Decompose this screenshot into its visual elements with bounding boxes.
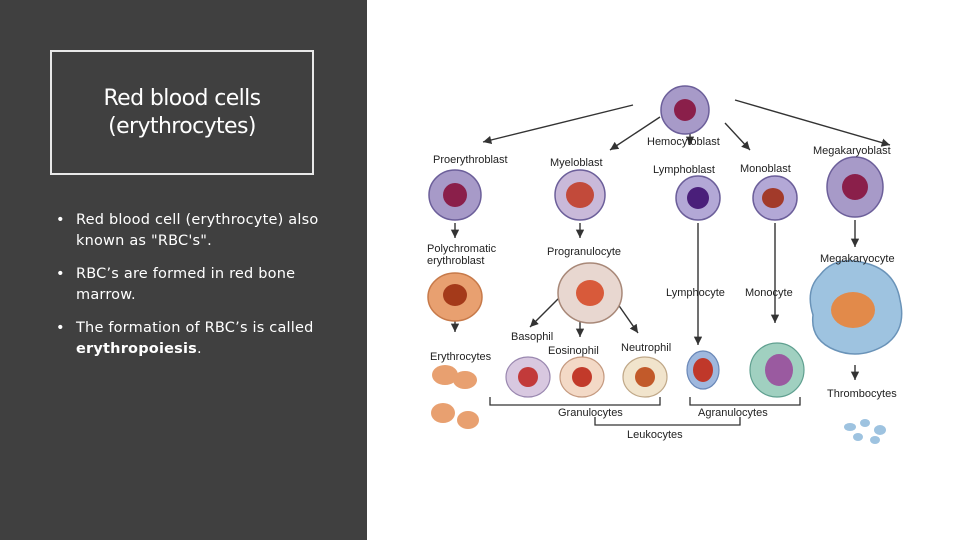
cell-megakaryocyte	[809, 260, 903, 355]
label-granulocytes: Granulocytes	[558, 407, 623, 419]
label-erythroblast: erythroblast	[427, 255, 484, 267]
bullet-text: RBC’s are formed in red bone marrow.	[76, 266, 296, 303]
bullet-item: • The formation of RBC’s is called erythr…	[56, 318, 356, 360]
cell-basophil	[505, 356, 551, 398]
label-neutrophil: Neutrophil	[621, 342, 671, 354]
bracket-leukocytes	[594, 417, 741, 426]
label-megakaryoblast: Megakaryoblast	[813, 145, 891, 157]
cell-eosinophil	[559, 356, 605, 398]
label-megakaryocyte: Megakaryocyte	[820, 253, 895, 265]
hematopoiesis-diagram: Hemocytoblast Proerythroblast Myeloblast…	[427, 85, 903, 444]
title-box: Red blood cells (erythrocytes)	[50, 50, 314, 175]
cell-erythrocytes	[431, 365, 479, 429]
cell-myeloblast	[554, 169, 606, 221]
cell-monoblast	[752, 175, 798, 221]
bullet-dot-icon: •	[56, 320, 65, 336]
arrow	[529, 296, 561, 328]
label-monocyte: Monocyte	[745, 287, 793, 299]
cell-progranulocyte	[557, 262, 623, 324]
bullet-item: • Red blood cell (erythrocyte) also known…	[56, 210, 356, 252]
label-basophil: Basophil	[511, 331, 553, 343]
label-polychromatic: Polychromatic	[427, 243, 497, 255]
label-agranulocytes: Agranulocytes	[698, 407, 768, 419]
label-monoblast: Monoblast	[740, 163, 791, 175]
label-lymphoblast: Lymphoblast	[653, 164, 715, 176]
label-proerythroblast: Proerythroblast	[433, 154, 508, 166]
slide-title: Red blood cells (erythrocytes)	[103, 85, 261, 139]
label-eosinophil: Eosinophil	[548, 345, 599, 357]
label-hemocytoblast: Hemocytoblast	[647, 136, 720, 148]
arrow	[724, 122, 751, 151]
bullet-end: .	[196, 341, 202, 357]
label-myeloblast: Myeloblast	[550, 157, 603, 169]
bullet-text: The formation of RBC’s is called	[76, 320, 314, 336]
grouping-brackets	[489, 397, 801, 426]
left-panel: Red blood cells (erythrocytes) • Red bloo…	[0, 0, 367, 540]
bullet-bold-term: erythropoiesis	[76, 341, 197, 357]
cell-thrombocytes	[844, 419, 886, 444]
bullet-item: • RBC’s are formed in red bone marrow.	[56, 264, 356, 306]
cell-polychromatic-erythroblast	[427, 272, 483, 322]
arrow	[734, 99, 891, 147]
label-erythrocytes: Erythrocytes	[430, 351, 492, 363]
bullet-dot-icon: •	[56, 266, 65, 282]
bracket-granulocytes	[489, 397, 661, 406]
bullet-list: • Red blood cell (erythrocyte) also known…	[56, 210, 356, 372]
cell-megakaryoblast	[826, 156, 884, 218]
cell-monocyte	[749, 342, 805, 398]
bracket-agranulocytes	[689, 397, 801, 406]
label-thrombocytes: Thrombocytes	[827, 388, 897, 400]
cell-lymphoblast	[675, 175, 721, 221]
bullet-text: also known as "RBC's".	[76, 212, 319, 249]
arrow	[609, 116, 661, 151]
arrow	[482, 104, 634, 145]
cell-neutrophil	[622, 356, 668, 398]
label-lymphocyte: Lymphocyte	[666, 287, 725, 299]
label-leukocytes: Leukocytes	[627, 429, 683, 441]
cell-hemocytoblast	[660, 85, 710, 135]
bullet-dot-icon: •	[56, 212, 65, 228]
label-progranulocyte: Progranulocyte	[547, 246, 621, 258]
cell-lymphocyte	[686, 350, 720, 390]
bullet-bold-text: Red blood cell (erythrocyte)	[76, 212, 284, 228]
cell-proerythroblast	[428, 169, 482, 221]
